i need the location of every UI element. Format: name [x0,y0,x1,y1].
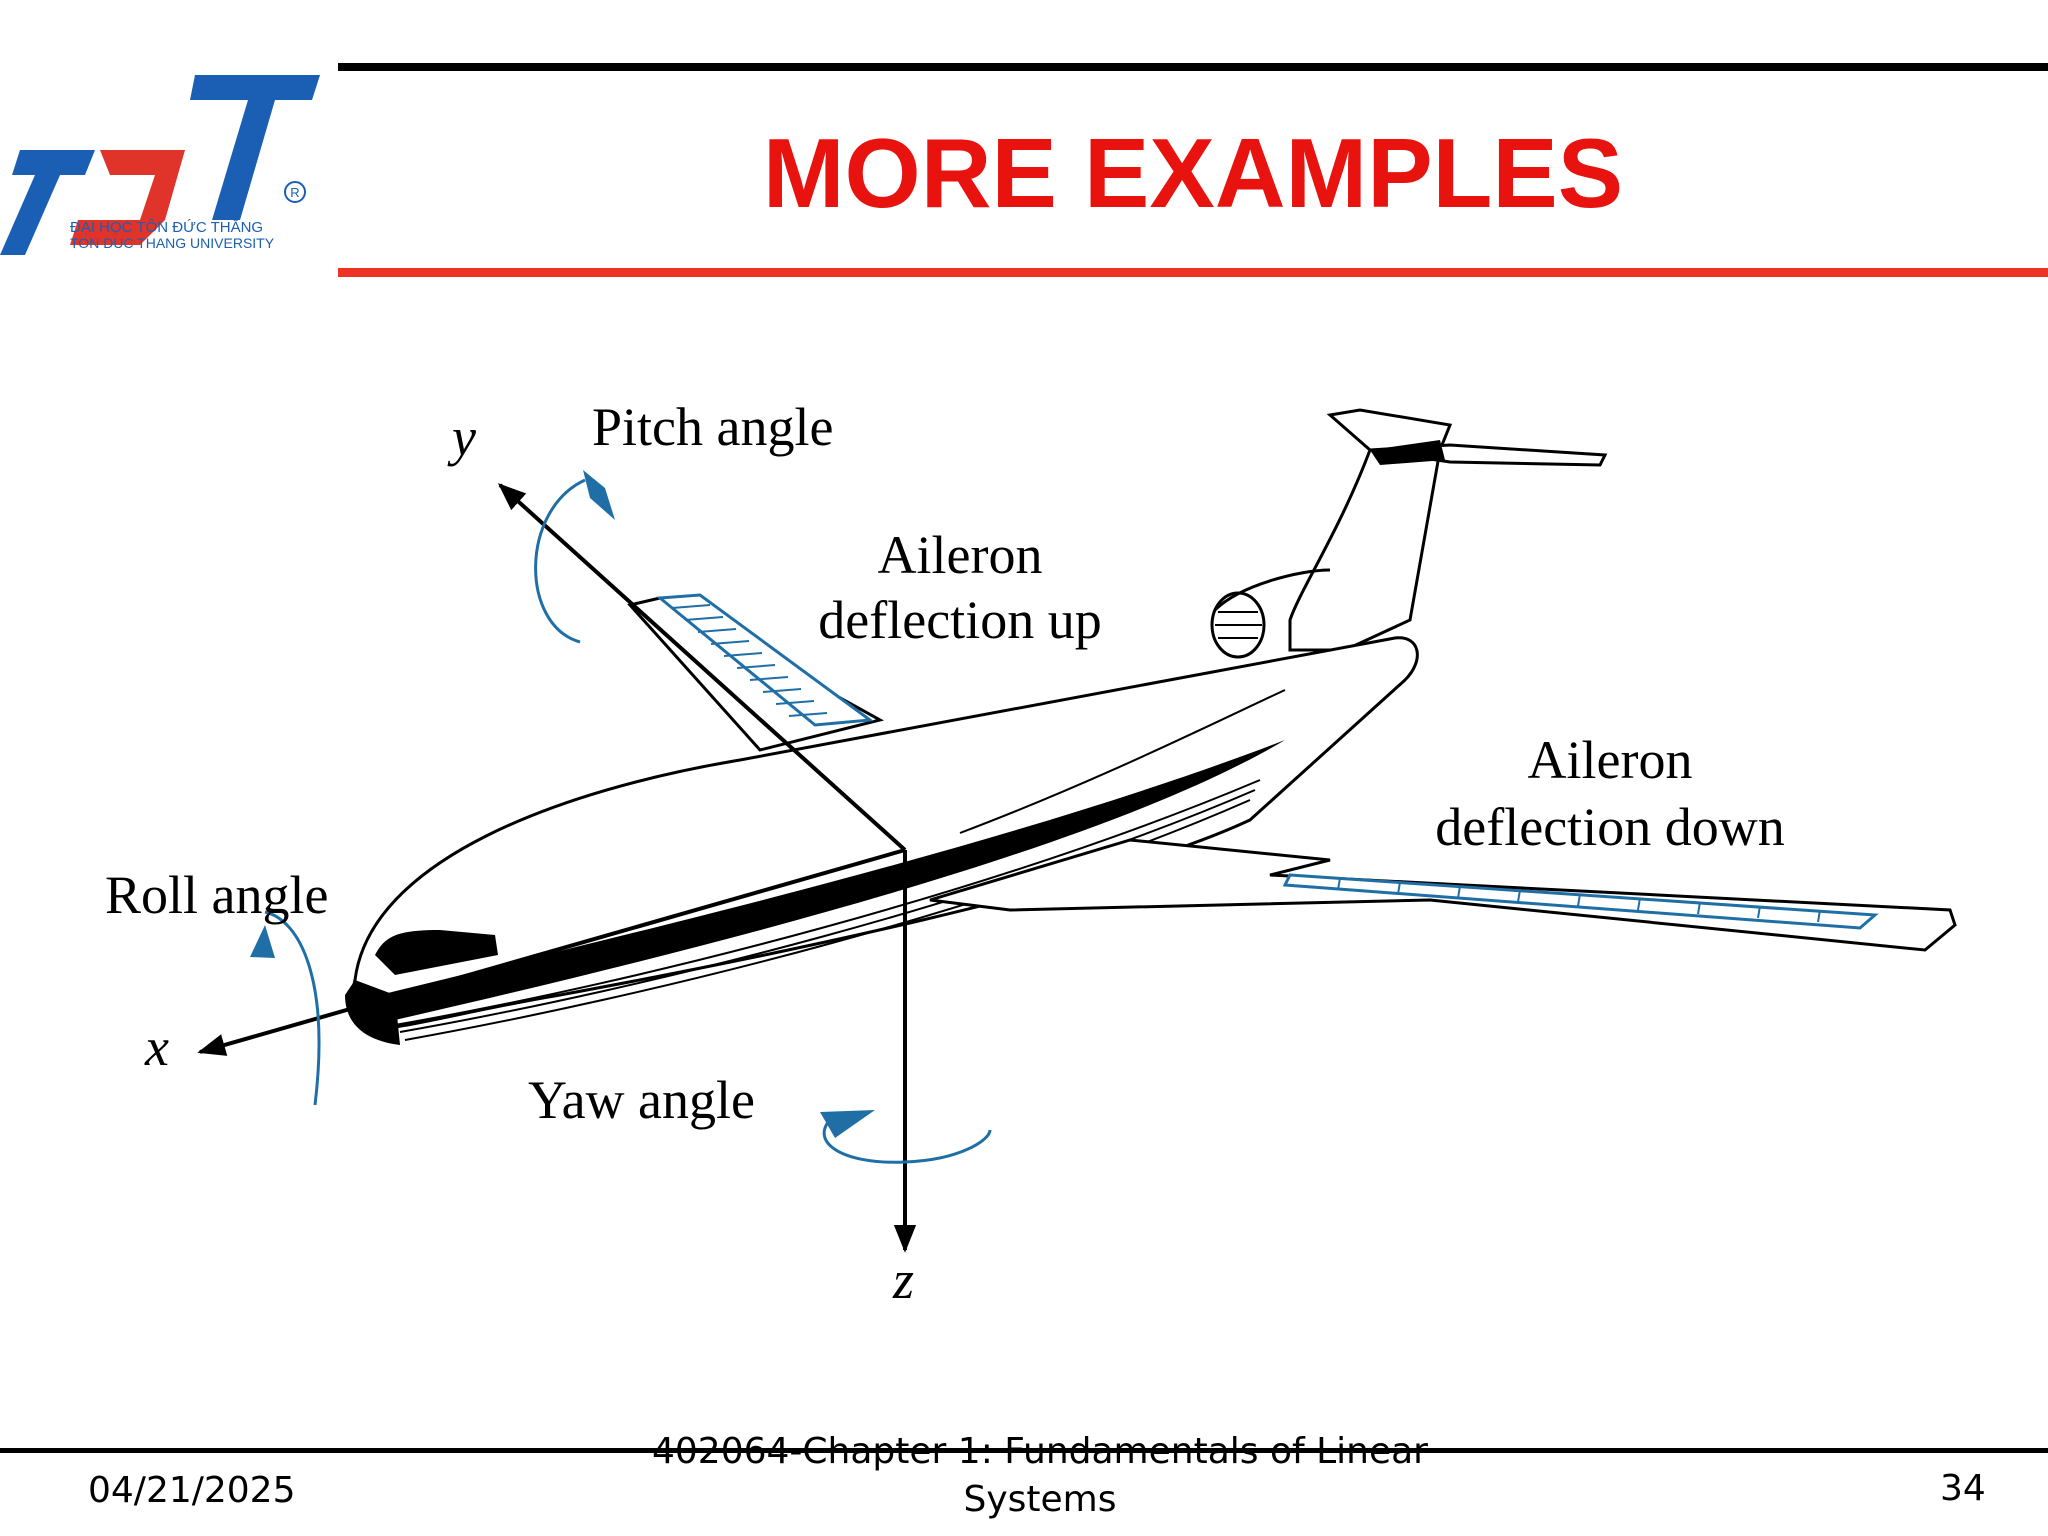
logo-t-left [0,150,95,255]
footer-course-title: 402064-Chapter 1: Fundamentals of Linear… [620,1428,1460,1524]
roll-arrowhead [250,925,275,958]
aileron-down [1282,873,1879,930]
yaw-rotation-arrow [822,1113,992,1164]
slide-title: MORE EXAMPLES [762,118,1624,228]
stabilizer-root [1370,440,1445,465]
logo-t-right [190,75,320,220]
fuselage-upper-line [959,689,1286,834]
footer-rule [0,1448,2048,1453]
roll-rotation-arrow [264,910,321,1106]
airplane-axes-diagram: Pitch angle Aileron deflection up Ailero… [105,397,1957,1310]
aileron-up-label-line1: Aileron [878,525,1043,585]
logo-d [70,150,185,245]
registered-mark [284,181,306,203]
header-rule-black [338,63,2048,71]
nose-cone [345,980,400,1045]
aileron-up-label-line2: deflection up [818,590,1101,650]
yaw-angle-label: Yaw angle [528,1070,755,1130]
cockpit-window [375,930,498,975]
aileron-up-hatch [671,604,828,717]
logo-line1: ĐẠI HỌC TÔN ĐỨC THẮNG [70,218,263,236]
footer-date: 04/21/2025 [88,1470,296,1511]
y-axis [497,483,907,852]
engine-pylon [1213,568,1331,612]
aileron-down-hatch [1337,877,1821,923]
registered-symbol: R [290,185,299,200]
z-axis-label: z [892,1250,914,1310]
logo-line2: TON DUC THANG UNIVERSITY [70,235,275,251]
footer-course-line2: Systems [963,1479,1117,1520]
page-number: 34 [1940,1468,1986,1509]
footer-course-line1: 402064-Chapter 1: Fundamentals of Linear [652,1431,1428,1472]
aileron-up [656,593,875,727]
header-rule-red [338,268,2048,277]
yaw-arrowhead [820,1110,875,1138]
pitch-angle-label: Pitch angle [592,397,833,457]
university-logo: R ĐẠI HỌC TÔN ĐỨC THẮNG TON DUC THANG UN… [0,75,320,255]
x-axis-label: x [144,1017,169,1077]
aileron-down-label-line1: Aileron [1528,730,1693,790]
roll-angle-label: Roll angle [105,865,328,925]
tail-fin [1288,408,1453,652]
aileron-down-label-line2: deflection down [1435,797,1784,857]
engine-hatch [1215,611,1262,639]
fuselage-stripe [380,740,1285,1020]
pitch-rotation-arrow [534,478,586,644]
y-axis-label: y [447,407,476,467]
pitch-arrowhead [583,470,615,520]
